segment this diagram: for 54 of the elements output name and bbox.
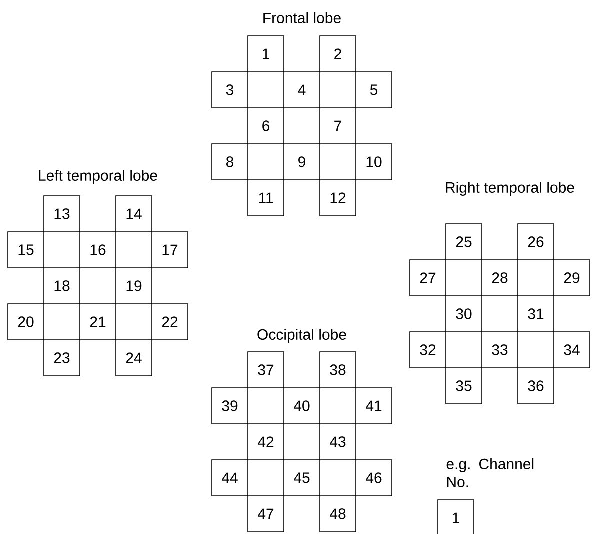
channel-box: 48 (320, 496, 356, 532)
channel-box: 38 (320, 352, 356, 388)
channel-box: 2 (320, 36, 356, 72)
channel-box: 33 (482, 332, 518, 368)
channel-box: 21 (80, 304, 116, 340)
region-label: Occipital lobe (258, 329, 346, 343)
channel-box: 32 (410, 332, 446, 368)
channel-box: 41 (356, 388, 392, 424)
channel-box: 35 (446, 368, 482, 404)
channel-box: 6 (248, 108, 284, 144)
channel-box: 28 (482, 260, 518, 296)
region-label: e.g. Channel No. (446, 458, 534, 488)
channel-box: 3 (212, 72, 248, 108)
channel-box: 22 (152, 304, 188, 340)
channel-box: 15 (8, 232, 44, 268)
region-label: Left temporal lobe (39, 170, 158, 184)
region-label: Frontal lobe (264, 12, 341, 24)
channel-box: 18 (44, 268, 80, 304)
channel-box: 46 (356, 460, 392, 496)
channel-box: 19 (116, 268, 152, 304)
channel-box: 47 (248, 496, 284, 532)
channel-box: 20 (8, 304, 44, 340)
channel-box: 1 (248, 36, 284, 72)
channel-box: 31 (518, 296, 554, 332)
channel-box: 23 (44, 340, 80, 376)
channel-box: 12 (320, 180, 356, 216)
channel-box: 17 (152, 232, 188, 268)
channel-box: 24 (116, 340, 152, 376)
channel-box: 8 (212, 144, 248, 180)
channel-box: 26 (518, 224, 554, 260)
channel-box: 30 (446, 296, 482, 332)
channel-box: 5 (356, 72, 392, 108)
channel-box: 37 (248, 352, 284, 388)
channel-box: 13 (44, 196, 80, 232)
channel-box: 4 (284, 72, 320, 108)
channel-box: 42 (248, 424, 284, 460)
channel-box: 45 (284, 460, 320, 496)
channel-box: 29 (554, 260, 590, 296)
channel-box: 1 (438, 500, 474, 534)
channel-box: 16 (80, 232, 116, 268)
channel-box: 39 (212, 388, 248, 424)
channel-box: 9 (284, 144, 320, 180)
channel-box: 11 (248, 180, 284, 216)
channel-box: 10 (356, 144, 392, 180)
channel-box: 40 (284, 388, 320, 424)
channel-box: 34 (554, 332, 590, 368)
channel-box: 36 (518, 368, 554, 404)
channel-box: 25 (446, 224, 482, 260)
channel-box: 14 (116, 196, 152, 232)
region-label: Right temporal lobe (446, 182, 574, 196)
channel-box: 7 (320, 108, 356, 144)
channel-box: 43 (320, 424, 356, 460)
channel-box: 27 (410, 260, 446, 296)
channel-box: 44 (212, 460, 248, 496)
